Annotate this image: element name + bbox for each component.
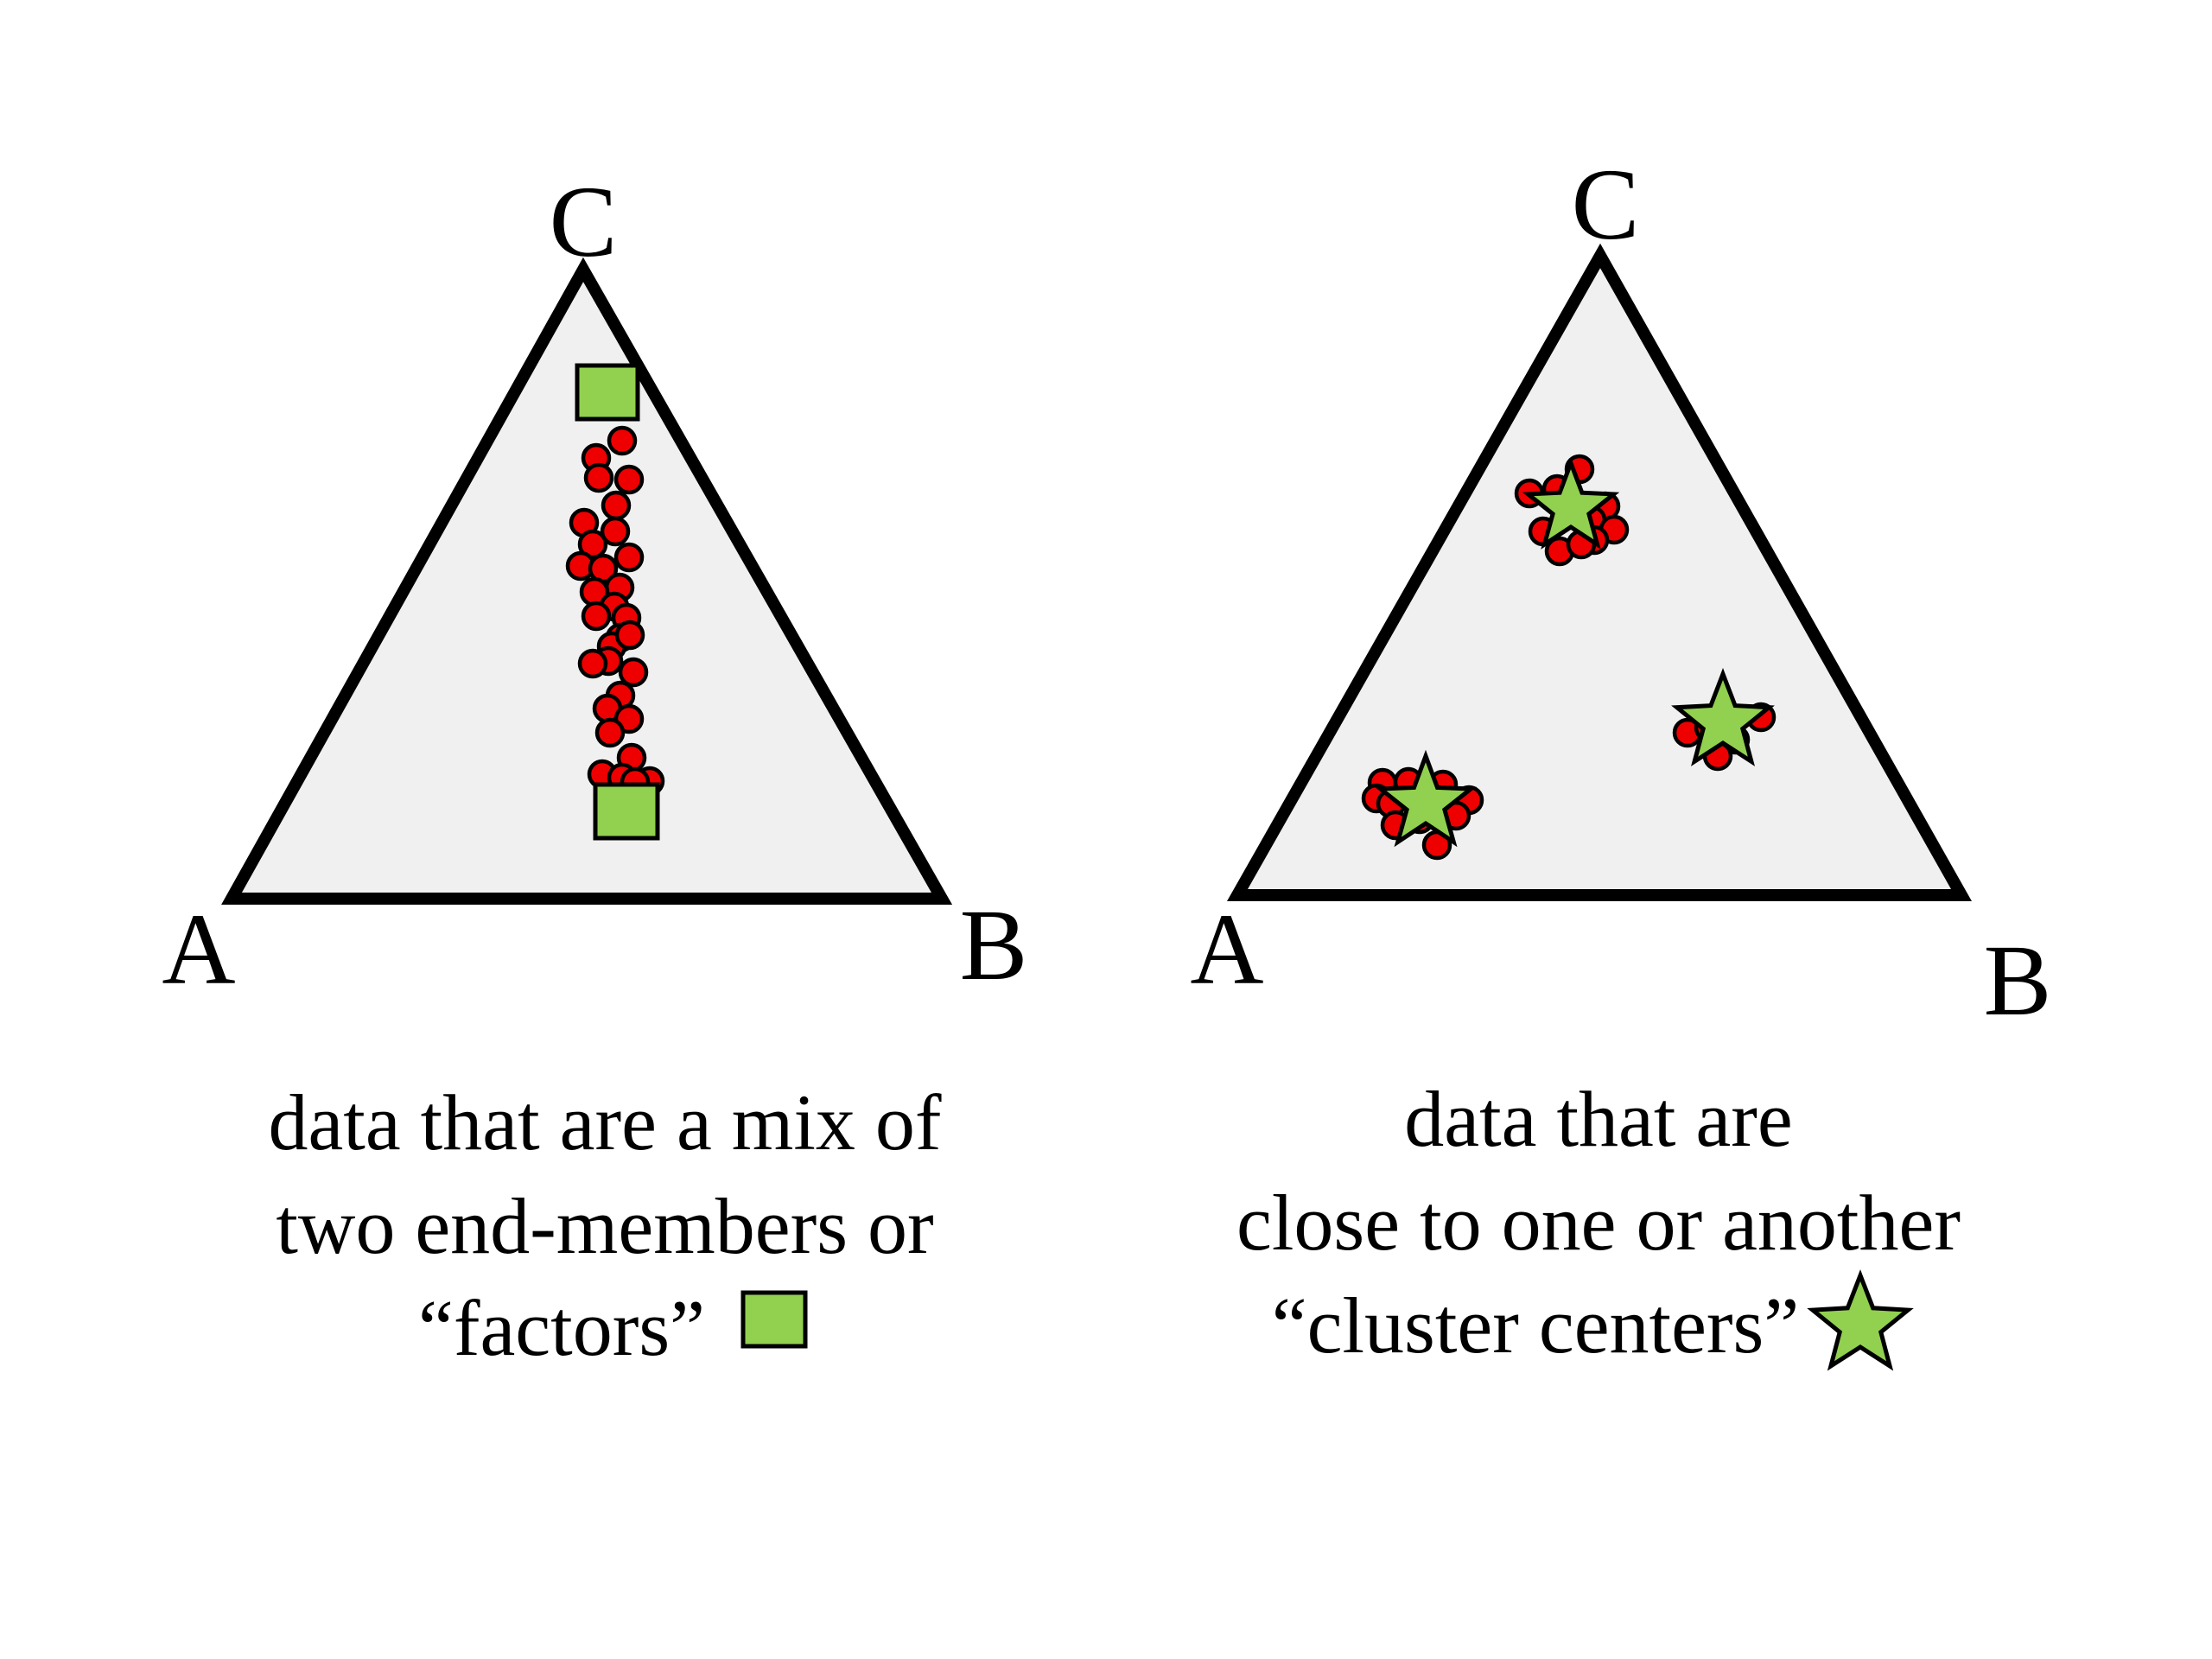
data-point — [600, 516, 631, 547]
data-point — [583, 462, 614, 493]
left-vertex-b-label: B — [960, 888, 1028, 1001]
data-point — [613, 464, 645, 495]
left-caption-line-2: two end-members or — [276, 1182, 933, 1270]
data-point — [581, 601, 612, 632]
data-point — [577, 648, 608, 679]
left-vertex-c-label: C — [550, 165, 618, 278]
right-caption-line-3: “cluster centers” — [1272, 1281, 1799, 1370]
right-vertex-c-label: C — [1572, 148, 1640, 261]
data-point — [607, 425, 638, 456]
left-ternary-panel: C A B data that are a mix of two end-mem… — [162, 165, 1027, 1372]
factor-square-bottom — [593, 782, 660, 841]
left-caption-line-1: data that are a mix of — [268, 1078, 941, 1166]
cluster-center-star-right — [1671, 668, 1775, 766]
left-vertex-a-label: A — [162, 893, 235, 1006]
right-caption-line-2: close to one or another — [1236, 1179, 1961, 1267]
left-caption-line-3: “factors” — [418, 1284, 705, 1372]
factor-legend-square — [741, 1290, 808, 1349]
factor-square-top — [575, 363, 640, 422]
cluster-center-star-top — [1522, 456, 1620, 550]
cluster-legend-star-icon — [1807, 1269, 1914, 1371]
data-point — [614, 620, 645, 651]
right-vertex-a-label: A — [1190, 893, 1263, 1006]
cluster-center-star-left — [1374, 749, 1478, 848]
data-point — [601, 490, 632, 521]
right-caption-line-1: data that are — [1404, 1075, 1793, 1163]
left-data-points — [565, 425, 665, 798]
right-vertex-b-label: B — [1984, 924, 2052, 1037]
data-point — [594, 717, 626, 748]
right-triangle — [1226, 243, 1972, 901]
data-point — [618, 657, 649, 688]
right-ternary-panel: C A B data that are close to one or anot… — [1190, 148, 2052, 1371]
data-point — [613, 542, 645, 573]
